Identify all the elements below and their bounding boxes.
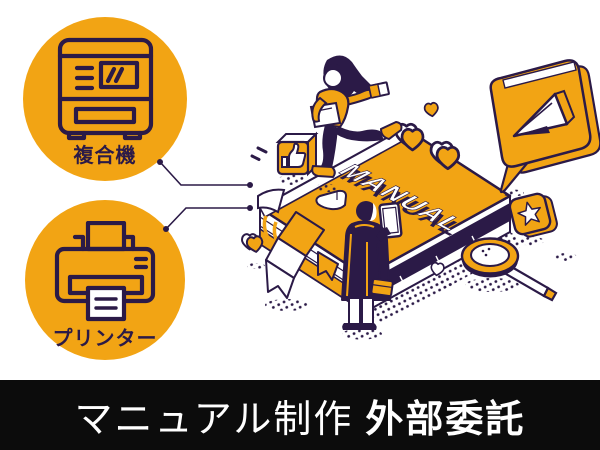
hearts [241, 102, 461, 277]
badge-printer: プリンター [25, 200, 185, 360]
star-badge [508, 192, 558, 238]
banner-text-regular: マニュアル制作 [74, 398, 354, 441]
printer-icon [54, 221, 156, 322]
star-icon [517, 201, 541, 226]
thumbs-up-icon [281, 142, 307, 168]
halftone-shadows [247, 175, 577, 340]
speech-bubble [489, 59, 600, 194]
banner-text-bold: 外部委託 [365, 398, 526, 441]
badge-copier: 複合機 [23, 17, 187, 181]
running-woman [309, 55, 403, 179]
thumbs-up-box [250, 131, 319, 177]
connector-lines [157, 159, 253, 232]
magnifying-glass [460, 237, 558, 302]
copier-icon [57, 37, 154, 141]
man-reading-tablet [341, 201, 403, 330]
badge-copier-label: 複合機 [73, 145, 137, 167]
bookmark-ribbon [265, 211, 339, 299]
paper-plane-icon [512, 89, 576, 138]
title-banner: マニュアル制作 外部委託 [0, 380, 600, 450]
badge-printer-label: プリンター [52, 328, 158, 350]
hand-cursor-icon [315, 189, 348, 211]
